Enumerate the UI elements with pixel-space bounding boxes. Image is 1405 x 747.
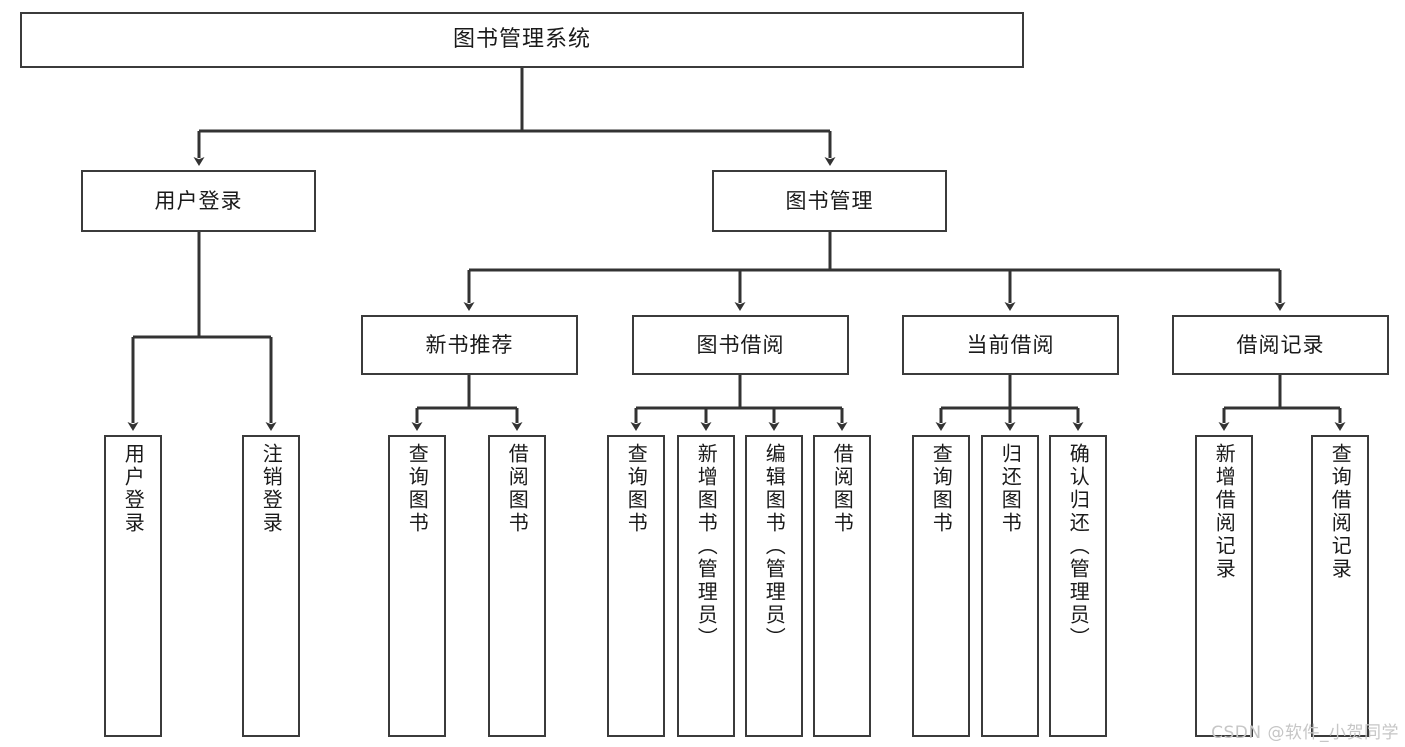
node-leaf-add-book[interactable]: 新增图书（管理员） xyxy=(677,435,735,737)
node-label: 新书推荐 xyxy=(425,332,514,357)
node-leaf-add-record[interactable]: 新增借阅记录 xyxy=(1195,435,1253,737)
node-book-management-system[interactable]: 图书管理系统 xyxy=(20,12,1024,68)
node-leaf-edit-book[interactable]: 编辑图书（管理员） xyxy=(745,435,803,737)
node-leaf-query-record[interactable]: 查询借阅记录 xyxy=(1311,435,1369,737)
node-leaf-user-login[interactable]: 用户登录 xyxy=(104,435,162,737)
node-label: 图书借阅 xyxy=(696,332,785,357)
node-label: 确认归还（管理员） xyxy=(1066,443,1091,650)
node-book-manage[interactable]: 图书管理 xyxy=(712,170,947,232)
node-leaf-query-book-current[interactable]: 查询图书 xyxy=(912,435,970,737)
node-label: 图书管理 xyxy=(785,188,874,213)
node-label: 图书管理系统 xyxy=(452,27,591,53)
node-borrow-record[interactable]: 借阅记录 xyxy=(1172,315,1389,375)
node-leaf-logout-login[interactable]: 注销登录 xyxy=(242,435,300,737)
node-label: 新增借阅记录 xyxy=(1212,443,1237,581)
watermark-text: CSDN @软件_小贺同学 xyxy=(1211,723,1399,743)
node-label: 用户登录 xyxy=(154,188,243,213)
node-label: 归还图书 xyxy=(998,443,1023,535)
node-label: 注销登录 xyxy=(259,443,284,535)
node-leaf-query-book-recommend[interactable]: 查询图书 xyxy=(388,435,446,737)
node-current-borrow[interactable]: 当前借阅 xyxy=(902,315,1119,375)
node-leaf-return-book[interactable]: 归还图书 xyxy=(981,435,1039,737)
node-leaf-borrow-book[interactable]: 借阅图书 xyxy=(813,435,871,737)
node-leaf-borrow-book-recommend[interactable]: 借阅图书 xyxy=(488,435,546,737)
node-label: 借阅记录 xyxy=(1236,332,1325,357)
node-label: 借阅图书 xyxy=(505,443,530,535)
node-label: 查询借阅记录 xyxy=(1328,443,1353,581)
node-label: 借阅图书 xyxy=(830,443,855,535)
node-user-login[interactable]: 用户登录 xyxy=(81,170,316,232)
node-label: 查询图书 xyxy=(624,443,649,535)
node-leaf-confirm-return[interactable]: 确认归还（管理员） xyxy=(1049,435,1107,737)
node-new-book-recommend[interactable]: 新书推荐 xyxy=(361,315,578,375)
node-book-borrow[interactable]: 图书借阅 xyxy=(632,315,849,375)
node-label: 新增图书（管理员） xyxy=(694,443,719,650)
node-leaf-query-book-borrow[interactable]: 查询图书 xyxy=(607,435,665,737)
node-label: 查询图书 xyxy=(405,443,430,535)
node-label: 当前借阅 xyxy=(966,332,1055,357)
node-label: 编辑图书（管理员） xyxy=(762,443,787,650)
node-label: 用户登录 xyxy=(121,443,146,535)
node-label: 查询图书 xyxy=(929,443,954,535)
